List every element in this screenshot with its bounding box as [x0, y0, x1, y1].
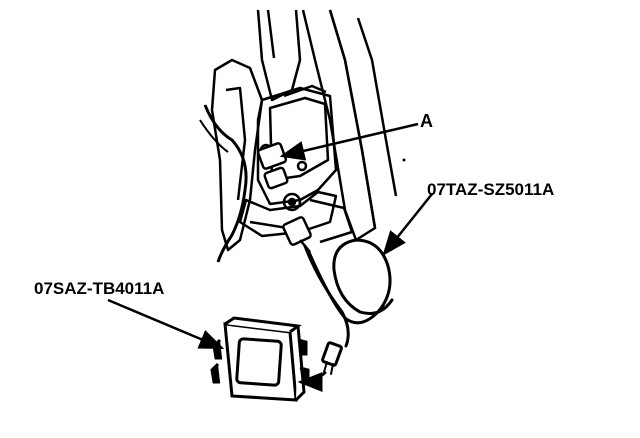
callout-cable-part-number: 07TAZ-SZ5011A: [427, 180, 555, 199]
connector-icon: [256, 142, 312, 253]
callout-label-a: A: [420, 111, 433, 131]
reference-dot: [402, 158, 406, 162]
leader-line-cable: [382, 193, 433, 256]
coiled-cable-icon: [303, 238, 394, 375]
callout-box-part-number: 07SAZ-TB4011A: [34, 279, 165, 298]
leader-line-a: [279, 122, 419, 161]
plug-in-arrow: [297, 371, 327, 392]
leader-line-box: [107, 298, 225, 350]
diagnostic-box-icon: [210, 316, 310, 402]
